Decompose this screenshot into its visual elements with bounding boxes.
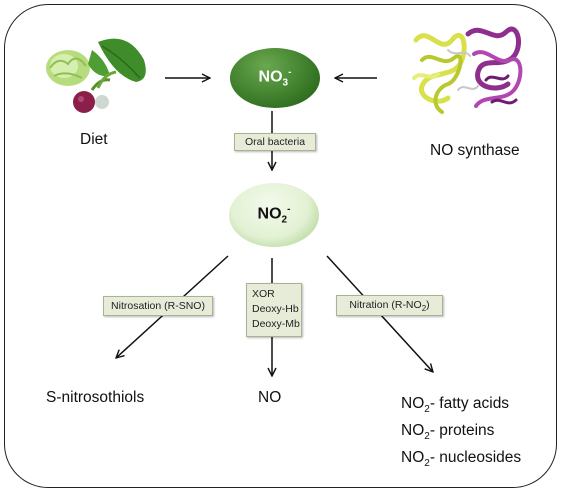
nitrated-products-list: NO2- fatty acids NO2- proteins NO2- nucl… bbox=[401, 393, 521, 474]
product-nucleosides: NO2- nucleosides bbox=[401, 449, 522, 470]
nitrate-node: NO3- bbox=[230, 48, 320, 108]
nitrosation-tag: Nitrosation (R-SNO) bbox=[103, 296, 213, 316]
enzyme-deoxy-mb: Deoxy-Mb bbox=[252, 318, 300, 330]
product-proteins: NO2- proteins bbox=[401, 422, 495, 443]
beetroot-icon bbox=[73, 70, 117, 113]
product-fatty-acids: NO2- fatty acids bbox=[401, 395, 510, 416]
nitrite-node: NO2- bbox=[229, 183, 319, 247]
no-synthase-label: NO synthase bbox=[430, 142, 520, 159]
s-nitrosothiols-label: S-nitrosothiols bbox=[46, 389, 145, 406]
lettuce-icon bbox=[46, 50, 90, 86]
nitrate-formula: NO3- bbox=[258, 67, 292, 89]
diet-label: Diet bbox=[80, 131, 108, 148]
diet-vegetables bbox=[46, 38, 146, 113]
spinach-icon bbox=[88, 38, 146, 82]
nitration-tag: Nitration (R-NO2) bbox=[336, 295, 443, 316]
no-label: NO bbox=[258, 389, 282, 406]
protein-structure-icon bbox=[412, 26, 523, 114]
enzyme-xor: XOR bbox=[252, 288, 275, 300]
enzymes-tag: XOR Deoxy-Hb Deoxy-Mb bbox=[246, 283, 302, 337]
oral-bacteria-tag: Oral bacteria bbox=[234, 133, 316, 151]
nitrite-formula: NO2- bbox=[257, 204, 291, 226]
enzyme-deoxy-hb: Deoxy-Hb bbox=[252, 303, 299, 315]
diagram-frame bbox=[4, 4, 557, 488]
